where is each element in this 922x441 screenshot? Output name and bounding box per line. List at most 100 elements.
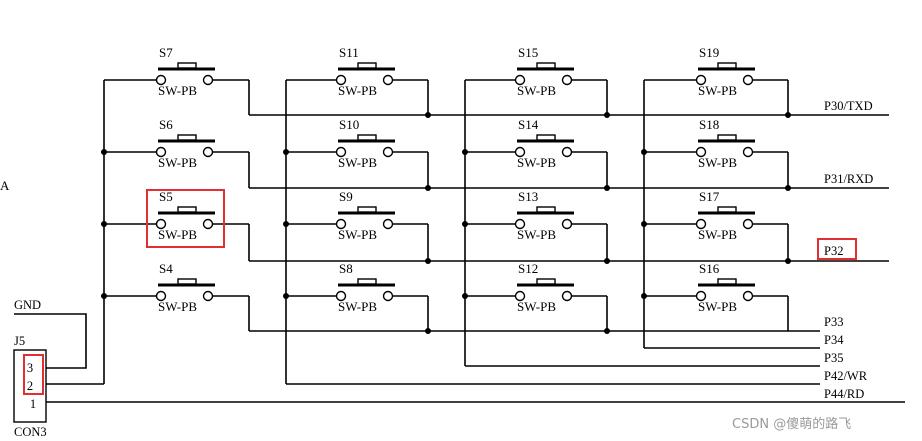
switch-type-label: SW-PB (338, 155, 377, 170)
switch-type-label: SW-PB (158, 299, 197, 314)
switch-type-label: SW-PB (698, 299, 737, 314)
switch-actuator (717, 278, 737, 285)
switch-actuator (357, 62, 377, 69)
connector-pin-3: 3 (27, 361, 33, 375)
switch-actuator (357, 206, 377, 213)
net-label-row4: P33 (824, 315, 843, 329)
switch-terminal (202, 218, 214, 230)
switch-type-label: SW-PB (698, 155, 737, 170)
switch-type-label: SW-PB (698, 227, 737, 242)
switch-ref-label: S4 (159, 261, 173, 276)
switch-terminal (202, 290, 214, 302)
switch-terminal (514, 290, 526, 302)
switch-type-label: SW-PB (517, 83, 556, 98)
switch-terminal (561, 146, 573, 158)
switch-actuator (717, 206, 737, 213)
switch-actuator (177, 134, 197, 141)
switch-terminal (335, 74, 347, 86)
switch-terminal (695, 146, 707, 158)
switch-ref-label: S13 (518, 189, 538, 204)
switch-ref-label: S16 (699, 261, 720, 276)
switch-ref-label: S17 (699, 189, 720, 204)
switch-actuator (536, 134, 556, 141)
switch-actuator (536, 278, 556, 285)
switch-terminal (561, 290, 573, 302)
highlight-j5-pins (23, 354, 44, 395)
switch-ref-label: S18 (699, 117, 719, 132)
net-label-row3: P32 (824, 244, 843, 258)
switch-type-label: SW-PB (158, 155, 197, 170)
connector-body (13, 349, 47, 423)
switch-ref-label: S5 (159, 189, 173, 204)
switch-terminal (742, 290, 754, 302)
switch-terminal (335, 290, 347, 302)
watermark-text: CSDN @傻萌的路飞 (732, 416, 851, 432)
switch-ref-label: S6 (159, 117, 173, 132)
switch-actuator (357, 278, 377, 285)
connector-name: CON3 (14, 425, 47, 439)
switch-terminal (561, 218, 573, 230)
switch-ref-label: S9 (339, 189, 353, 204)
switch-ref-label: S12 (518, 261, 538, 276)
switch-type-label: SW-PB (698, 83, 737, 98)
switch-terminal (382, 290, 394, 302)
switch-terminal (382, 218, 394, 230)
switch-ref-label: S7 (159, 45, 173, 60)
switch-type-label: SW-PB (338, 83, 377, 98)
switch-terminal (514, 146, 526, 158)
switch-ref-label: S11 (339, 45, 359, 60)
gnd-label: GND (14, 298, 41, 312)
switch-actuator (536, 62, 556, 69)
net-label-row2: P31/RXD (824, 172, 873, 186)
switch-actuator (357, 134, 377, 141)
switch-actuator (536, 206, 556, 213)
switch-actuator (177, 62, 197, 69)
switch-terminal (742, 218, 754, 230)
switch-terminal (335, 218, 347, 230)
switch-terminal (335, 146, 347, 158)
switch-type-label: SW-PB (158, 83, 197, 98)
edge-fragment-text: A (0, 178, 10, 193)
highlight-p32 (817, 238, 857, 260)
switch-terminal (202, 74, 214, 86)
switch-terminal (382, 146, 394, 158)
net-label-col4: P44/RD (824, 387, 864, 401)
switch-terminal (742, 74, 754, 86)
switch-type-label: SW-PB (517, 155, 556, 170)
switch-terminal (155, 146, 167, 158)
switch-type-label: SW-PB (517, 299, 556, 314)
switch-terminal (155, 74, 167, 86)
switch-actuator (177, 278, 197, 285)
switch-ref-label: S10 (339, 117, 359, 132)
switch-terminal (695, 290, 707, 302)
switch-type-label: SW-PB (158, 227, 197, 242)
switch-ref-label: S14 (518, 117, 539, 132)
switch-terminal (742, 146, 754, 158)
net-label-col2: P35 (824, 351, 843, 365)
switch-ref-label: S15 (518, 45, 538, 60)
switch-terminal (155, 218, 167, 230)
net-label-row1: P30/TXD (824, 99, 873, 113)
connector-pin-2: 2 (27, 379, 33, 393)
net-label-col3: P42/WR (824, 369, 868, 383)
connector-pin-1: 1 (30, 397, 36, 411)
switch-type-label: SW-PB (517, 227, 556, 242)
switch-terminal (561, 74, 573, 86)
switch-terminal (382, 74, 394, 86)
net-label-col1: P34 (824, 333, 844, 347)
switch-ref-label: S8 (339, 261, 353, 276)
wire-gnd (14, 313, 87, 369)
